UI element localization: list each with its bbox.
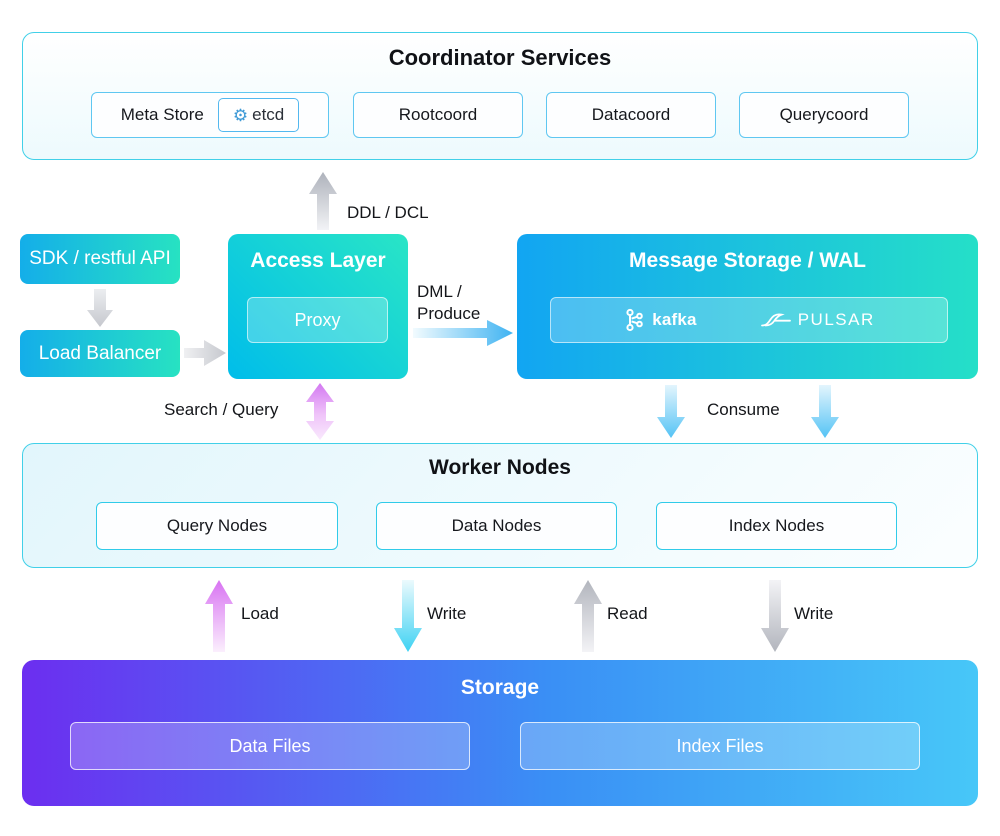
dml-label: DML / Produce (417, 282, 481, 324)
access-layer-title: Access Layer (250, 249, 386, 272)
read-label: Read (607, 604, 648, 623)
index-files-label: Index Files (676, 735, 764, 756)
rootcoord-label: Rootcoord (398, 105, 478, 124)
querycoord-box: Querycoord (739, 92, 909, 138)
search-query-label: Search / Query (164, 400, 279, 419)
message-storage-panel: Message Storage / WAL (517, 234, 978, 379)
query-nodes-label: Query Nodes (166, 516, 268, 535)
pulsar-logo: PULSAR (760, 310, 875, 330)
data-files-box: Data Files (70, 722, 470, 770)
pulsar-label: PULSAR (797, 310, 875, 329)
coordinator-services-title: Coordinator Services (388, 45, 612, 70)
etcd-gear-icon: ⚙ (232, 105, 249, 125)
access-layer-panel: Access Layer Proxy (228, 234, 408, 379)
ddl-arrow-up (309, 172, 337, 230)
worker-nodes-title: Worker Nodes (429, 456, 571, 479)
write-index-label: Write (794, 604, 834, 623)
write-index-arrow-down (761, 580, 789, 652)
coordinator-services-panel: Coordinator Services Meta Store ⚙ etcd R… (22, 32, 978, 160)
sdk-label: SDK / restful API (29, 248, 171, 269)
message-storage-title: Message Storage / WAL (629, 249, 866, 272)
consume-arrow-down-right (811, 385, 839, 438)
kafka-icon (626, 308, 644, 332)
data-files-label: Data Files (229, 735, 311, 756)
sdk-to-lb-arrow-down (87, 289, 113, 327)
consume-label: Consume (707, 400, 780, 419)
search-query-arrow-updown (306, 383, 334, 440)
wal-engines-box: kafka PULSAR (550, 297, 948, 343)
kafka-label: kafka (652, 310, 697, 329)
querycoord-label: Querycoord (779, 105, 869, 124)
pulsar-icon (760, 313, 791, 327)
data-nodes-box: Data Nodes (376, 502, 617, 550)
meta-store-box: Meta Store ⚙ etcd (91, 92, 329, 138)
dml-arrow-right (413, 320, 513, 346)
meta-store-label: Meta Store (120, 105, 204, 124)
etcd-box: ⚙ etcd (217, 98, 300, 132)
index-nodes-box: Index Nodes (656, 502, 897, 550)
query-nodes-box: Query Nodes (96, 502, 338, 550)
write-data-label: Write (427, 604, 467, 623)
consume-arrow-down-left (657, 385, 685, 438)
storage-title: Storage (460, 676, 540, 699)
load-label: Load (241, 604, 279, 623)
kafka-logo: kafka (623, 308, 697, 332)
load-balancer-label: Load Balancer (38, 342, 162, 364)
datacoord-box: Datacoord (546, 92, 716, 138)
write-data-arrow-down (394, 580, 422, 652)
storage-panel: Storage Data Files Index Files (22, 660, 978, 806)
data-nodes-label: Data Nodes (451, 516, 542, 535)
load-arrow-up (205, 580, 233, 652)
index-nodes-label: Index Nodes (728, 516, 825, 535)
index-files-box: Index Files (520, 722, 920, 770)
load-balancer-box: Load Balancer (20, 330, 180, 377)
read-arrow-up (574, 580, 602, 652)
etcd-label: etcd (252, 105, 285, 124)
lb-to-access-arrow-right (184, 340, 226, 366)
datacoord-label: Datacoord (591, 105, 671, 124)
proxy-box: Proxy (247, 297, 388, 343)
sdk-box: SDK / restful API (20, 234, 180, 284)
ddl-label: DDL / DCL (347, 203, 429, 222)
worker-nodes-panel: Worker Nodes Query Nodes Data Nodes Inde… (22, 443, 978, 568)
rootcoord-box: Rootcoord (353, 92, 523, 138)
proxy-label: Proxy (294, 309, 341, 330)
